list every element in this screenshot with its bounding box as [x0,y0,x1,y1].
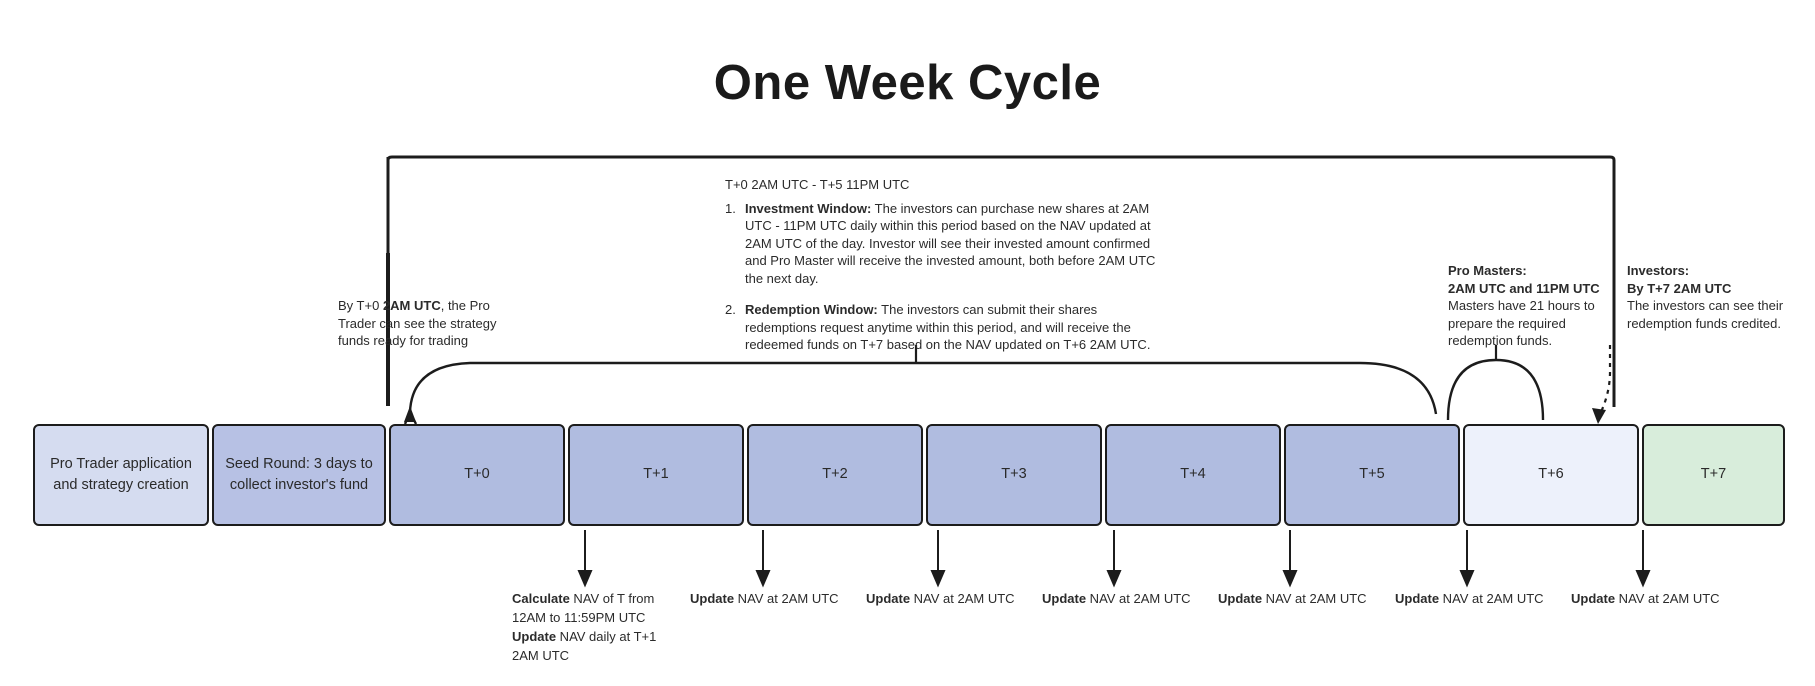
down-arrow [930,530,946,588]
below-note-text-2: NAV daily at T+1 2AM UTC [512,628,657,663]
window-item-text: The investors can purchase new shares at… [745,200,1156,286]
left-note-bold: 2AM UTC [382,298,441,313]
below-note-text: NAV at 2AM UTC [1439,591,1544,606]
down-arrow [1459,530,1475,588]
below-note-bold: Update [1218,591,1263,606]
below-note-t2: Update NAV at 2AM UTC [866,590,1056,609]
below-note-bold-2: Update [512,628,557,644]
below-note-bold: Update [866,591,911,606]
window-item-title: Investment Window: [745,200,872,216]
window-item-investment: 1. Investment Window: The investors can … [725,200,1160,288]
below-note-bold: Update [1042,591,1087,606]
below-note-t5: Update NAV at 2AM UTC [1395,590,1585,609]
down-arrow [577,530,593,588]
below-note-t3: Update NAV at 2AM UTC [1042,590,1232,609]
annotation-pro-masters: Pro Masters: 2AM UTC and 11PM UTC Master… [1448,262,1608,350]
below-note-bold: Update [1395,591,1440,606]
below-note-text: NAV at 2AM UTC [1086,591,1191,606]
window-item-number: 1. [725,200,736,216]
timeline-cell-t0[interactable]: T+0 [389,424,565,526]
window-block-heading: T+0 2AM UTC - T+5 11PM UTC [725,177,910,192]
investors-subtitle: By T+7 2AM UTC [1627,280,1732,296]
left-note-pre: By T+0 [338,298,383,313]
down-arrow [755,530,771,588]
timeline-track: Pro Trader application and strategy crea… [33,424,1785,526]
below-note-text: NAV at 2AM UTC [910,591,1015,606]
timeline-cell-t6[interactable]: T+6 [1463,424,1639,526]
investors-title: Investors: [1627,263,1690,278]
timeline-cell-pro-trader[interactable]: Pro Trader application and strategy crea… [33,424,209,526]
down-arrow [1106,530,1122,588]
left-note-post: , the Pro Trader can see the strategy fu… [338,298,497,349]
timeline-cell-t4[interactable]: T+4 [1105,424,1281,526]
below-note-t1: Update NAV at 2AM UTC [690,590,880,609]
below-note-bold: Calculate [512,591,570,606]
below-note-text: NAV of T from 12AM to 11:59PM UTC [512,591,655,625]
below-note-t4: Update NAV at 2AM UTC [1218,590,1408,609]
timeline-cell-t7[interactable]: T+7 [1642,424,1785,526]
below-note-bold: Update [690,591,735,606]
annotation-investors: Investors: By T+7 2AM UTC The investors … [1627,262,1787,332]
down-arrow [1635,530,1651,588]
page-title: One Week Cycle [713,56,1102,110]
pro-masters-title: Pro Masters: [1448,263,1527,278]
down-arrow [1282,530,1298,588]
below-note-bold: Update [1571,591,1616,606]
window-item-redemption: 2. Redemption Window: The investors can … [725,301,1160,354]
window-item-title: Redemption Window: [745,302,878,318]
timeline-cell-t5[interactable]: T+5 [1284,424,1460,526]
below-note-text: NAV at 2AM UTC [734,591,839,606]
pro-masters-subtitle: 2AM UTC and 11PM UTC [1448,280,1600,296]
window-item-number: 2. [725,302,736,318]
timeline-cell-t3[interactable]: T+3 [926,424,1102,526]
pro-masters-body: Masters have 21 hours to prepare the req… [1448,298,1595,349]
timeline-cell-t1[interactable]: T+1 [568,424,744,526]
annotation-window-block: T+0 2AM UTC - T+5 11PM UTC 1. Investment… [725,176,1155,368]
below-note-t0: Calculate NAV of T from 12AM to 11:59PM … [512,590,667,665]
investors-body: The investors can see their redemption f… [1627,298,1784,331]
timeline-cell-seed-round[interactable]: Seed Round: 3 days to collect investor's… [212,424,386,526]
annotation-pro-trader-ready: By T+0 2AM UTC, the Pro Trader can see t… [338,297,498,350]
below-note-text: NAV at 2AM UTC [1262,591,1367,606]
window-item-text: The investors can submit their shares re… [745,302,1151,353]
below-note-text: NAV at 2AM UTC [1615,591,1720,606]
below-note-t6: Update NAV at 2AM UTC [1571,590,1761,609]
timeline-cell-t2[interactable]: T+2 [747,424,923,526]
